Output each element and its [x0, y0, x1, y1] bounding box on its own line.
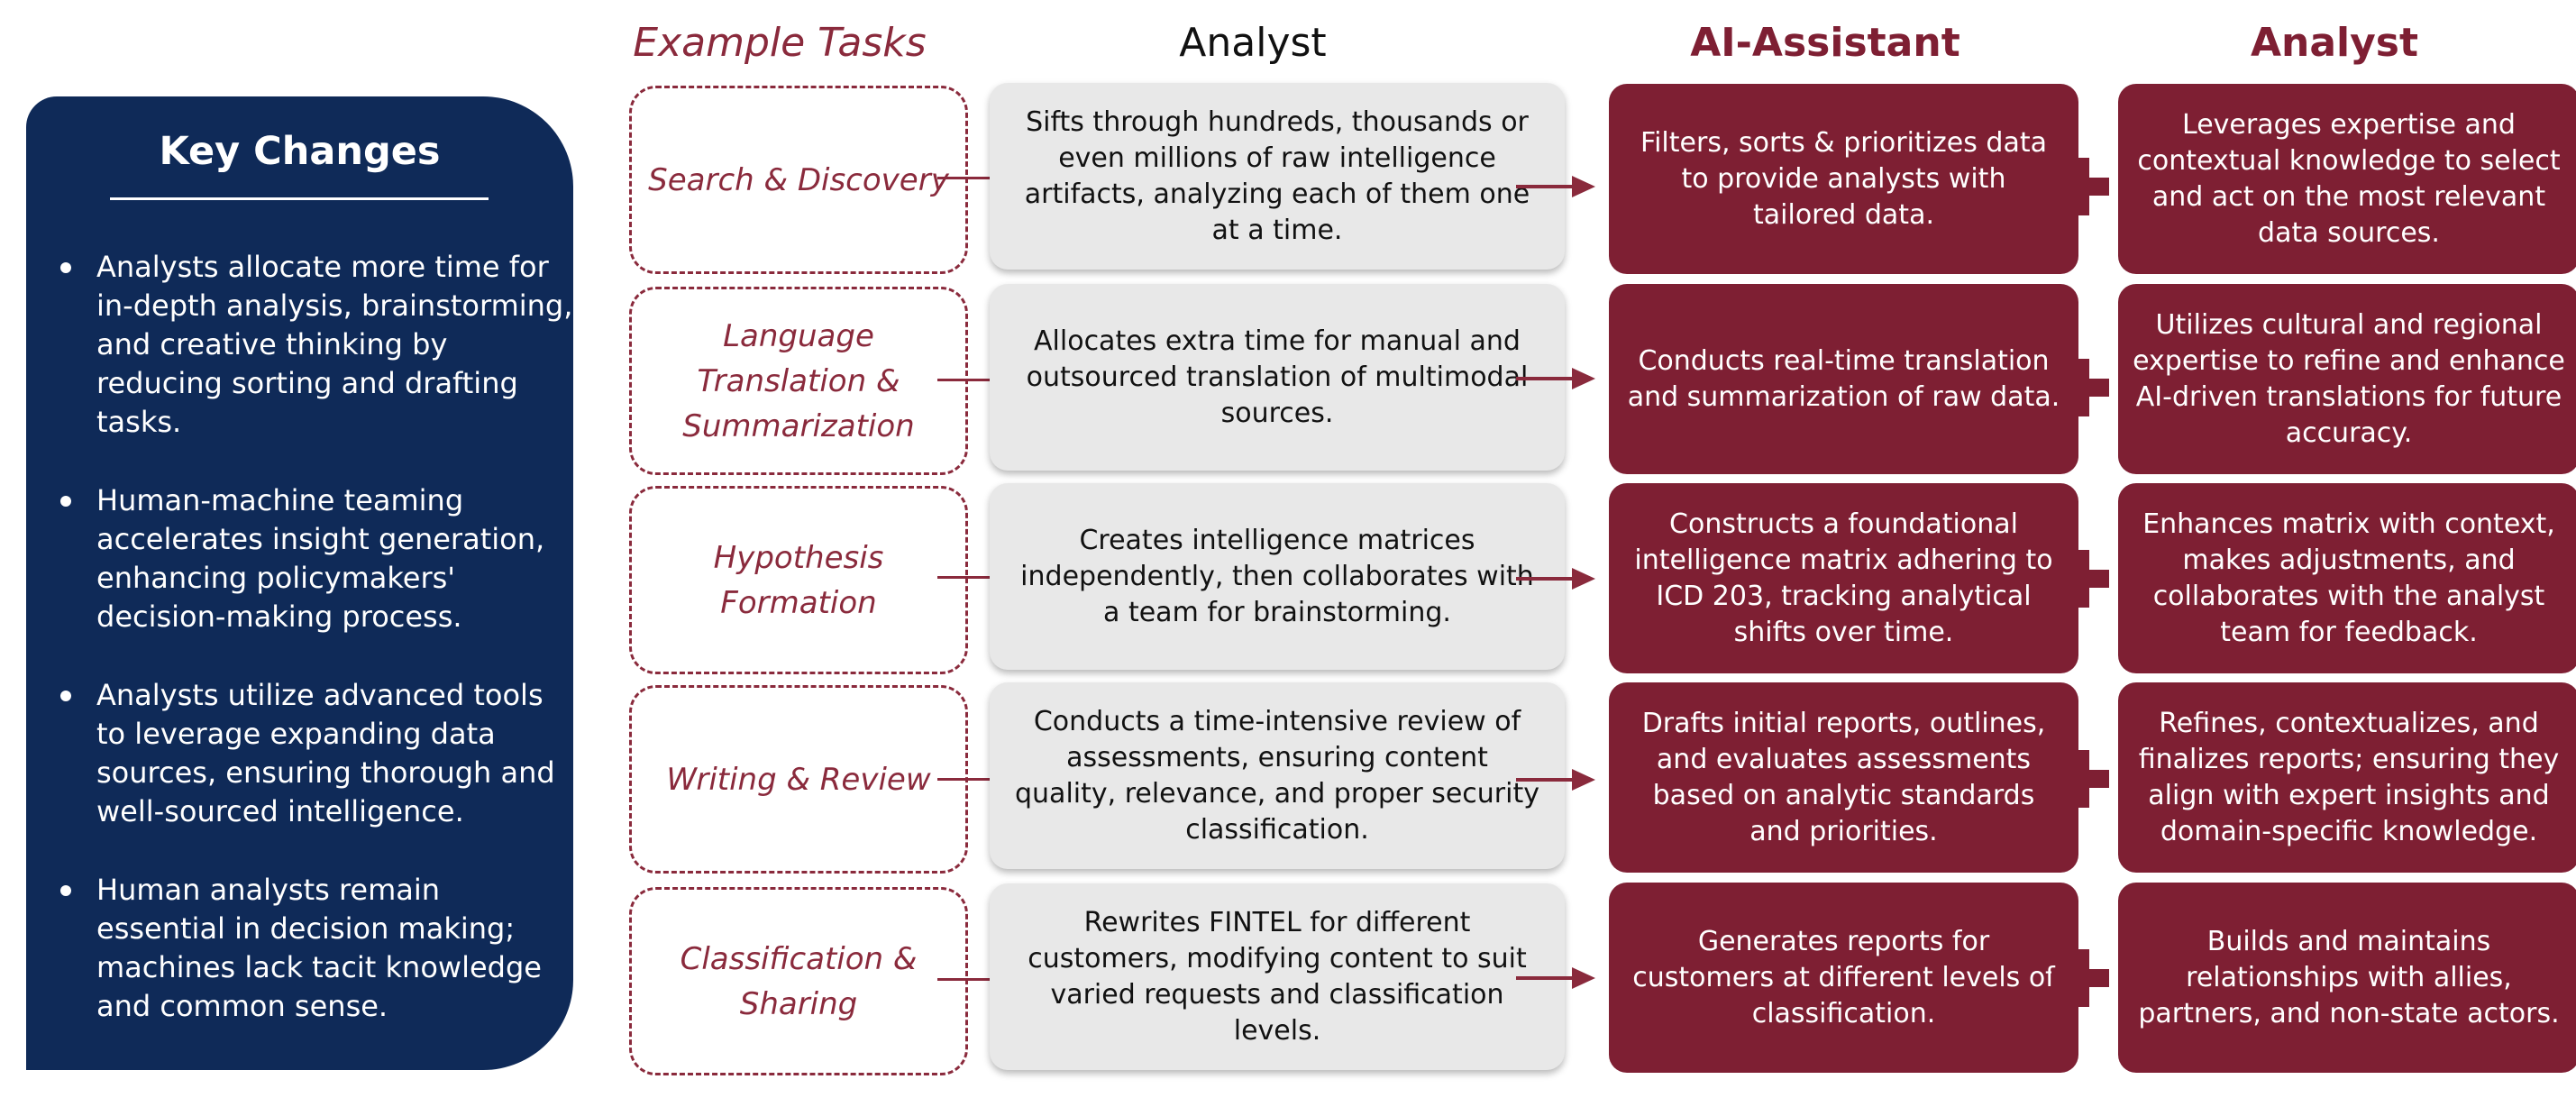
analyst-result-box: Builds and maintains relationships with … [2118, 883, 2576, 1073]
arrow-right-icon [1516, 568, 1595, 590]
header-example-tasks: Example Tasks [633, 20, 927, 66]
bullet-icon [60, 262, 71, 273]
ai-assistant-box: Constructs a foundational intelligence m… [1609, 483, 2078, 673]
ai-assistant-box: Filters, sorts & prioritizes data to pro… [1609, 84, 2078, 274]
plus-icon [2051, 550, 2109, 608]
key-change-text: Analysts allocate more time for in-depth… [96, 250, 573, 439]
task-box: Language Translation & Summarization [629, 287, 968, 475]
task-box: Search & Discovery [629, 86, 968, 274]
arrow-right-icon [1516, 368, 1595, 389]
analyst-text: Sifts through hundreds, thousands or eve… [1024, 105, 1530, 246]
result-text: Utilizes cultural and regional expertise… [2133, 308, 2565, 449]
arrow-right-icon [1516, 967, 1595, 989]
key-change-text: Human-machine teaming accelerates insigh… [96, 483, 545, 634]
analyst-box: Conducts a time-intensive review of asse… [990, 682, 1565, 869]
result-text: Refines, contextualizes, and finalizes r… [2138, 707, 2560, 847]
task-box: Hypothesis Formation [629, 486, 968, 674]
bullet-icon [60, 691, 71, 701]
key-change-text: Analysts utilize advanced tools to lever… [96, 678, 555, 828]
key-change-text: Human analysts remain essential in decis… [96, 873, 542, 1023]
task-label: Writing & Review [666, 761, 931, 798]
arrow-right-icon [1516, 176, 1595, 197]
analyst-text: Rewrites FINTEL for different customers,… [1028, 906, 1527, 1047]
plus-icon [2051, 158, 2109, 215]
connector-line [937, 177, 991, 179]
analyst-box: Allocates extra time for manual and outs… [990, 284, 1565, 471]
key-changes-title: Key Changes [159, 129, 441, 174]
connector-line [937, 778, 991, 781]
task-label: Hypothesis Formation [713, 539, 884, 621]
title-underline [110, 197, 489, 200]
analyst-box: Sifts through hundreds, thousands or eve… [990, 83, 1565, 270]
bullet-icon [60, 496, 71, 507]
connector-line [937, 379, 991, 381]
ai-text: Conducts real-time translation and summa… [1627, 344, 2060, 413]
result-text: Builds and maintains relationships with … [2138, 925, 2560, 1029]
analyst-box: Rewrites FINTEL for different customers,… [990, 883, 1565, 1070]
plus-icon [2051, 750, 2109, 808]
ai-text: Drafts initial reports, outlines, and ev… [1641, 707, 2046, 847]
ai-assistant-box: Conducts real-time translation and summa… [1609, 284, 2078, 474]
ai-text: Filters, sorts & prioritizes data to pro… [1640, 126, 2047, 231]
key-changes-panel: Key Changes Analysts allocate more time … [26, 96, 573, 1070]
task-label: Language Translation & Summarization [682, 317, 915, 444]
ai-text: Generates reports for customers at diffe… [1632, 925, 2055, 1029]
ai-assistant-box: Generates reports for customers at diffe… [1609, 883, 2078, 1073]
bullet-icon [60, 885, 71, 896]
task-box: Classification & Sharing [629, 887, 968, 1075]
connector-line [937, 978, 991, 981]
analyst-result-box: Leverages expertise and contextual knowl… [2118, 84, 2576, 274]
analyst-text: Conducts a time-intensive review of asse… [1015, 705, 1539, 846]
header-analyst: Analyst [1179, 20, 1327, 66]
task-label: Classification & Sharing [680, 940, 918, 1022]
plus-icon [2051, 949, 2109, 1007]
analyst-result-box: Utilizes cultural and regional expertise… [2118, 284, 2576, 474]
result-text: Enhances matrix with context, makes adju… [2142, 508, 2555, 648]
task-label: Search & Discovery [648, 161, 949, 198]
analyst-text: Allocates extra time for manual and outs… [1026, 325, 1529, 429]
ai-assistant-box: Drafts initial reports, outlines, and ev… [1609, 682, 2078, 873]
analyst-box: Creates intelligence matrices independen… [990, 483, 1565, 670]
header-analyst-result: Analyst [2250, 20, 2419, 66]
analyst-text: Creates intelligence matrices independen… [1020, 524, 1534, 628]
plus-icon [2051, 359, 2109, 416]
connector-line [937, 576, 991, 579]
analyst-result-box: Enhances matrix with context, makes adju… [2118, 483, 2576, 673]
arrow-right-icon [1516, 769, 1595, 791]
ai-text: Constructs a foundational intelligence m… [1634, 508, 2053, 648]
result-text: Leverages expertise and contextual knowl… [2137, 108, 2561, 249]
header-ai-assistant: AI-Assistant [1690, 20, 1960, 66]
analyst-result-box: Refines, contextualizes, and finalizes r… [2118, 682, 2576, 873]
task-box: Writing & Review [629, 685, 968, 874]
